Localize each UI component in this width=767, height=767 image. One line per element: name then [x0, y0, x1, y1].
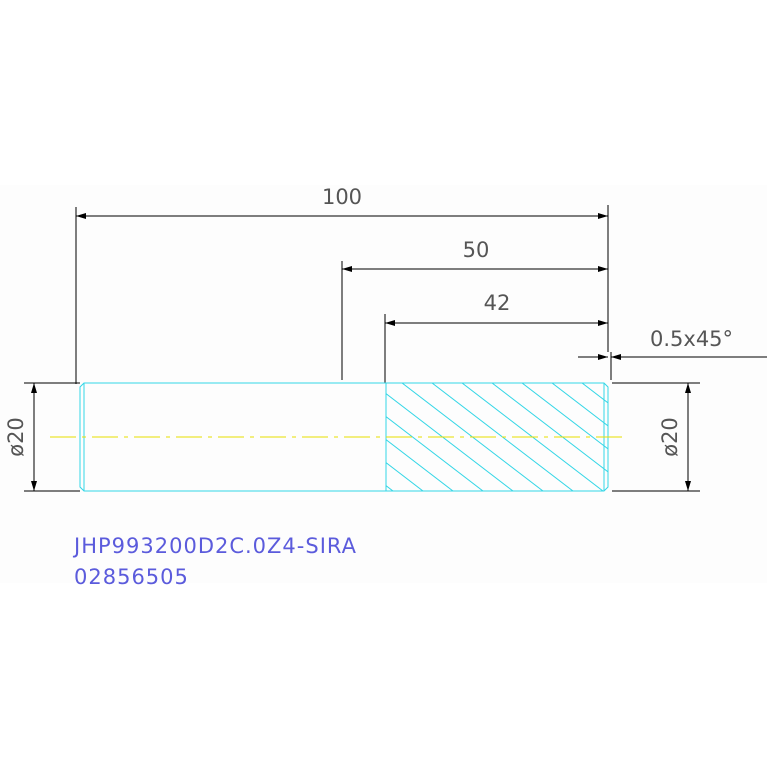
- dimension-length-42: [384, 314, 608, 383]
- dimension-diameter-right: [612, 382, 700, 492]
- part-number: JHP993200D2C.0Z4-SIRA: [72, 534, 357, 558]
- length-42-value: 42: [484, 291, 511, 315]
- diameter-right-value: ø20: [658, 417, 682, 457]
- dimension-length-50: [341, 261, 608, 380]
- dimension-diameter-left: [24, 382, 80, 492]
- length-50-value: 50: [463, 238, 490, 262]
- chamfer-value: 0.5x45°: [650, 327, 733, 351]
- diameter-left-value: ø20: [4, 417, 28, 457]
- thread-hatch: [386, 383, 608, 491]
- dimension-overall-length: [75, 205, 609, 384]
- drawing-number: 02856505: [74, 565, 189, 589]
- dimension-chamfer: [578, 352, 767, 380]
- drawing-sheet: [0, 185, 767, 583]
- overall-length-value: 100: [322, 185, 362, 209]
